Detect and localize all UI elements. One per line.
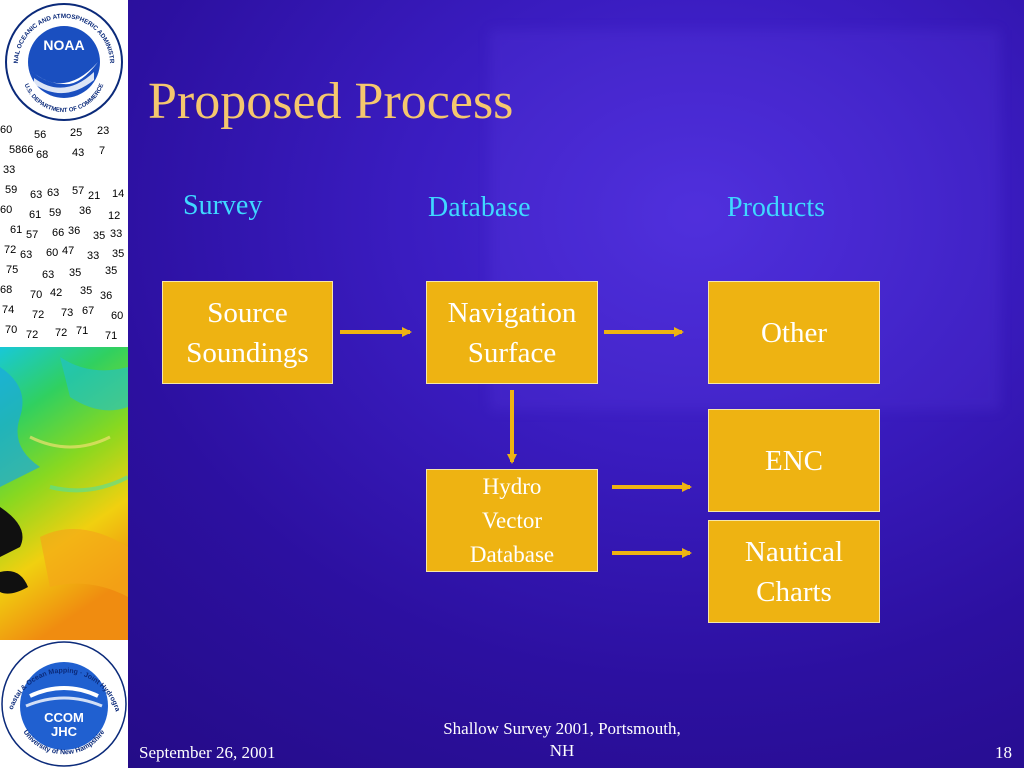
sounding-value: 36 (79, 205, 92, 217)
footer-date: September 26, 2001 (139, 743, 276, 762)
sounding-value: 5866 (9, 144, 34, 156)
sounding-value: 60 (111, 310, 124, 322)
sounding-value: 33 (110, 228, 123, 240)
sounding-value: 68 (0, 284, 13, 296)
box-nautical-charts-line1: Nautical (744, 535, 844, 568)
footer-event-line1: Shallow Survey 2001, Portsmouth, (443, 719, 681, 738)
sounding-value: 14 (112, 188, 125, 200)
sounding-value: 33 (87, 250, 100, 262)
footer-event: Shallow Survey 2001, Portsmouth, NH (412, 718, 712, 762)
sounding-value: 60 (0, 204, 13, 216)
sounding-value: 35 (69, 267, 82, 279)
box-hydro-vector-database-line3: Database (469, 541, 555, 567)
sounding-value: 63 (20, 249, 33, 261)
sounding-value: 71 (105, 330, 118, 342)
sounding-value: 72 (32, 309, 45, 321)
left-image-strip: NOAA NATIONAL OCEANIC AND ATMOSPHERIC AD… (0, 0, 128, 768)
sounding-value: 7 (99, 145, 106, 157)
sounding-value: 70 (5, 324, 18, 336)
box-navigation-surface-line1: Navigation (447, 296, 577, 329)
box-enc-line1: ENC (765, 444, 823, 477)
sounding-value: 36 (68, 225, 81, 237)
footer-page-number: 18 (995, 743, 1012, 762)
sounding-value: 63 (47, 187, 60, 199)
column-heading-database: Database (428, 192, 531, 223)
sounding-value: 35 (93, 230, 106, 242)
sounding-value: 61 (10, 224, 23, 236)
sounding-value: 57 (72, 185, 85, 197)
sounding-value: 74 (2, 304, 15, 316)
sounding-value: 43 (72, 147, 85, 159)
box-nautical-charts: Nautical Charts (708, 520, 880, 623)
sounding-value: 75 (6, 264, 19, 276)
column-heading-survey: Survey (183, 190, 263, 221)
column-heading-products: Products (727, 192, 825, 223)
sounding-value: 57 (26, 229, 39, 241)
sounding-value: 25 (70, 127, 83, 139)
sounding-value: 71 (76, 325, 89, 337)
sounding-value: 60 (46, 247, 59, 259)
sounding-value: 56 (34, 129, 47, 141)
box-source-soundings-line1: Source (207, 296, 288, 329)
sounding-value: 59 (49, 207, 62, 219)
sounding-value: 36 (100, 290, 113, 302)
bathymetry-image (0, 347, 128, 640)
sounding-value: 63 (30, 189, 43, 201)
sounding-value: 67 (82, 305, 95, 317)
sounding-value: 61 (29, 209, 42, 221)
sounding-value: 59 (5, 184, 18, 196)
box-nautical-charts-line2: Charts (756, 575, 832, 608)
sounding-value: 35 (80, 285, 93, 297)
footer-event-line2: NH (549, 741, 575, 760)
sounding-value: 72 (4, 244, 17, 256)
slide-title: Proposed Process (148, 73, 514, 130)
sounding-value: 47 (62, 245, 75, 257)
noaa-logo: NOAA NATIONAL OCEANIC AND ATMOSPHERIC AD… (0, 0, 123, 121)
sounding-value: 73 (61, 307, 74, 319)
box-enc: ENC (708, 409, 880, 512)
sounding-value: 35 (105, 265, 118, 277)
sounding-value: 68 (36, 149, 49, 161)
box-source-soundings: Source Soundings (162, 281, 333, 384)
box-hydro-vector-database-line2: Vector (481, 507, 542, 533)
sounding-value: 72 (55, 327, 68, 339)
sounding-value: 33 (3, 164, 16, 176)
noaa-center-text: NOAA (43, 37, 84, 53)
box-other-line1: Other (760, 316, 828, 349)
box-navigation-surface: Navigation Surface (426, 281, 598, 384)
sounding-value: 21 (88, 190, 101, 202)
box-source-soundings-line2: Soundings (186, 336, 309, 369)
box-other: Other (708, 281, 880, 384)
sounding-value: 12 (108, 210, 121, 222)
sounding-value: 42 (50, 287, 63, 299)
sounding-value: 63 (42, 269, 55, 281)
sounding-value: 35 (112, 248, 125, 260)
box-navigation-surface-line2: Surface (467, 336, 557, 369)
box-hydro-vector-database-line1: Hydro (482, 473, 542, 499)
box-hydro-vector-database: Hydro Vector Database (426, 469, 598, 572)
sounding-value: 72 (26, 329, 39, 341)
ccom-line1: CCOM (44, 710, 84, 725)
sounding-value: 70 (30, 289, 43, 301)
sounding-value: 23 (97, 125, 110, 137)
ccom-line2: JHC (51, 724, 78, 739)
sounding-value: 66 (52, 227, 65, 239)
sounding-value: 60 (0, 125, 13, 136)
